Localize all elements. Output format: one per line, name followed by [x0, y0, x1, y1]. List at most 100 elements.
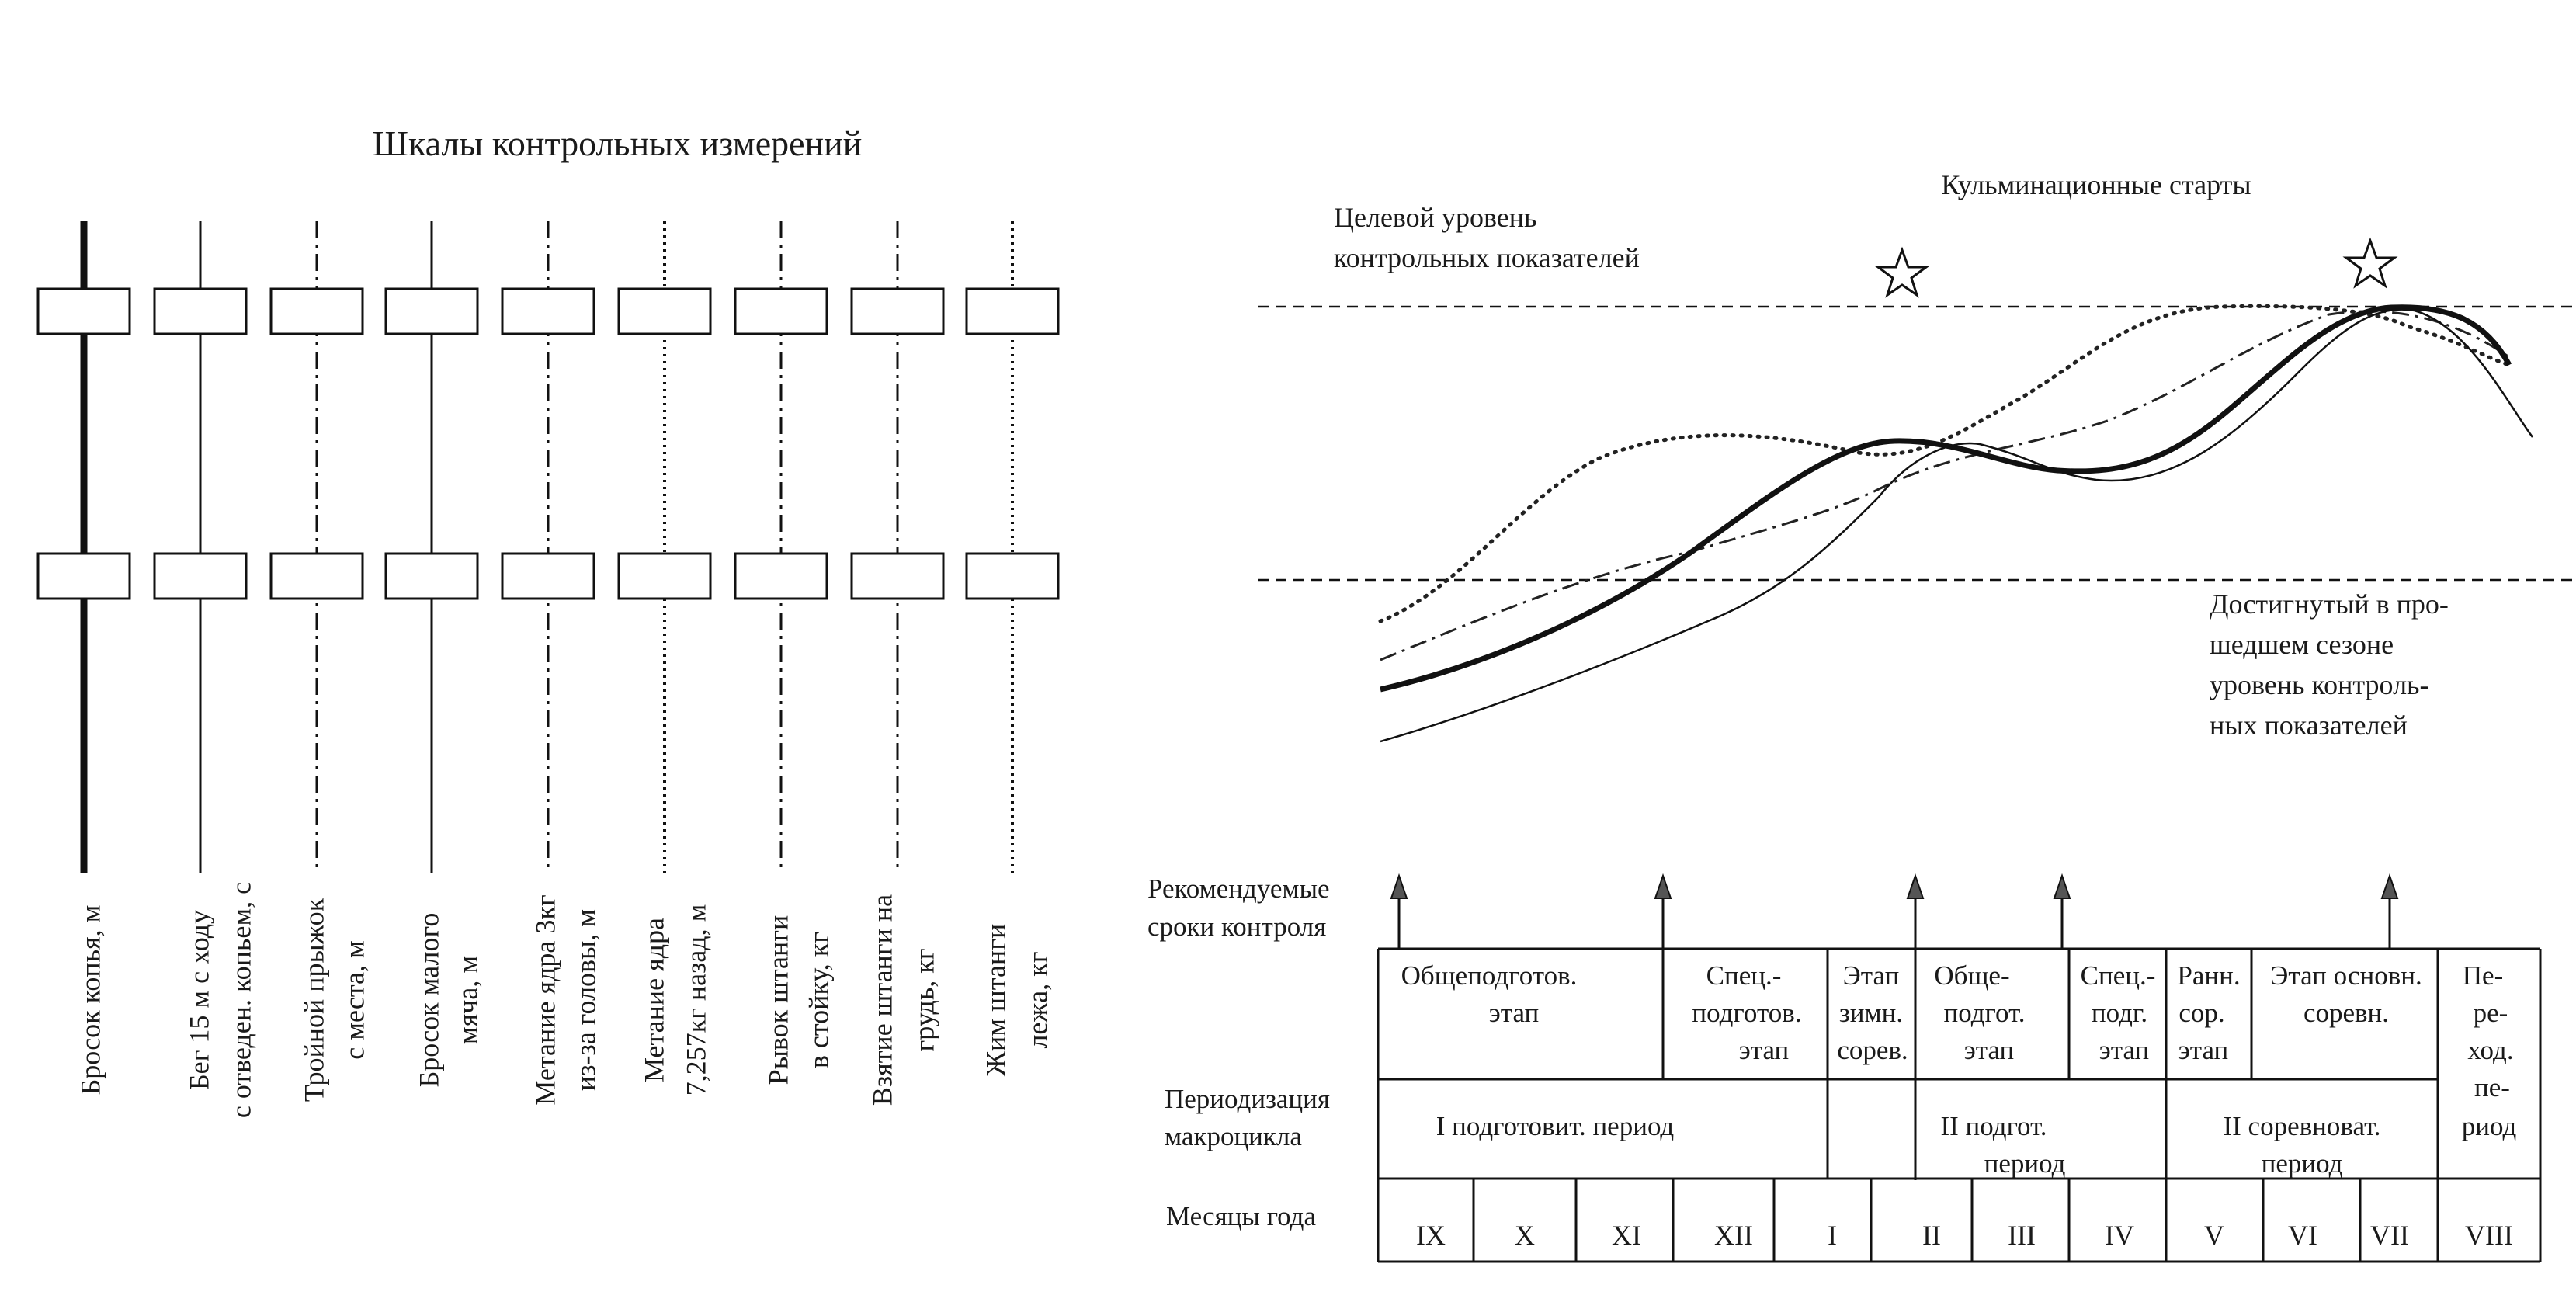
culmination-label: Кульминационные старты	[1941, 169, 2251, 200]
control-arrows	[1390, 873, 2399, 1180]
control-dates-label-line-1: Рекомендуемые	[1147, 873, 1330, 904]
scale-label-line: Бросок копья, м	[75, 905, 106, 1095]
stage-general-prep-line-2: этап	[1489, 998, 1540, 1028]
scale-slider-marker	[965, 552, 1060, 600]
scale-slider-marker	[617, 552, 712, 600]
scale-label-line: Метание ядра	[638, 918, 669, 1082]
scale-slider-marker	[384, 552, 479, 600]
stage-transition-line-1: Пе-	[2463, 960, 2503, 991]
period-prep-2-line-2: период	[1984, 1148, 2066, 1179]
month-cell: IX	[1416, 1220, 1446, 1251]
achieved-level-label-line-2: шедшем сезоне	[2210, 629, 2394, 660]
scale-slider-marker	[36, 287, 131, 335]
scale-slider-marker	[850, 552, 945, 600]
month-cell: X	[1515, 1220, 1535, 1251]
control-arrow	[1390, 873, 1408, 949]
scales-group: Бросок копья, м Бег 15 м с ходу с отведен.…	[36, 221, 1060, 1118]
culmination-star-2	[2342, 237, 2398, 289]
control-arrow	[1906, 873, 1925, 1180]
scale-slider-marker	[36, 552, 131, 600]
stage-special-prep-line-1: Спец.-	[1706, 960, 1782, 991]
measurement-scale: Метание ядра 3кг из-за головы, м	[501, 221, 601, 1106]
achieved-level-label-line-4: ных показателей	[2210, 710, 2408, 741]
period-comp-line-2: период	[2262, 1148, 2343, 1179]
periodization-table	[1377, 947, 2542, 1263]
period-cells: I подготовит. период II подгот. период I…	[1436, 1111, 2381, 1179]
stage-transition-line-3: ход.	[2467, 1035, 2513, 1065]
scale-slider-marker	[153, 287, 248, 335]
scale-label-line: Рывок штанги	[762, 915, 793, 1085]
target-level-label-line-2: контрольных показателей	[1334, 242, 1640, 273]
scales-title: Шкалы контрольных измерений	[373, 123, 863, 163]
stage-special-prep2-line-2: подг.	[2092, 998, 2147, 1028]
month-cell: VI	[2288, 1220, 2317, 1251]
month-cell: IV	[2105, 1220, 2134, 1251]
curve-dotted	[1378, 304, 2512, 623]
scale-label-line: грудь, кг	[908, 948, 939, 1051]
achieved-level-label-line-3: уровень контроль-	[2210, 669, 2428, 700]
scale-label-line: Взятие штанги на	[866, 894, 897, 1106]
stage-winter-comp-line-3: сорев.	[1837, 1035, 1908, 1065]
control-arrow	[1654, 873, 1672, 949]
stage-general-prep2-line-1: Обще-	[1934, 960, 2009, 991]
scale-slider-marker	[965, 287, 1060, 335]
scale-slider-marker	[153, 552, 248, 600]
period-prep-2-line-1: II подгот.	[1940, 1111, 2047, 1141]
scale-label-line: с отведен. копьем, с	[225, 882, 256, 1118]
scale-label-line: Бег 15 м с ходу	[183, 910, 214, 1090]
month-cell: VII	[2370, 1220, 2409, 1251]
control-arrow	[2053, 873, 2071, 949]
stage-special-prep-line-2: подготов.	[1692, 998, 1801, 1028]
stage-cells: Общеподготов. этап Спец.- подготов. этап…	[1401, 960, 2517, 1141]
measurement-scale: Взятие штанги на грудь, кг	[850, 221, 945, 1106]
scale-label-line: в стойку, кг	[803, 932, 834, 1068]
scale-label-line: из-за головы, м	[570, 909, 601, 1091]
curve-solid-thin	[1380, 308, 2534, 743]
scale-label-line: Метание ядра 3кг	[529, 894, 561, 1105]
culmination-star-1	[1874, 246, 1930, 298]
month-cell: VIII	[2465, 1220, 2513, 1251]
scale-slider-marker	[384, 287, 479, 335]
stage-main-comp-line-1: Этап основн.	[2270, 960, 2422, 991]
stage-general-prep2-line-3: этап	[1964, 1035, 2015, 1065]
month-cell: XI	[1612, 1220, 1641, 1251]
month-cell: V	[2204, 1220, 2224, 1251]
stage-winter-comp-line-1: Этап	[1843, 960, 1900, 991]
control-dates-label-line-2: сроки контроля	[1147, 911, 1326, 942]
stage-early-comp-line-2: сор.	[2178, 998, 2224, 1028]
stage-special-prep2-line-1: Спец.-	[2081, 960, 2156, 991]
stage-early-comp-line-1: Ранн.	[2177, 960, 2240, 991]
stage-special-prep-line-3: этап	[1739, 1035, 1790, 1065]
scale-slider-marker	[850, 287, 945, 335]
scale-slider-marker	[501, 287, 595, 335]
measurement-scale: Бег 15 м с ходу с отведен. копьем, с	[153, 221, 256, 1118]
scale-slider-marker	[734, 552, 828, 600]
scale-slider-marker	[501, 552, 595, 600]
period-prep-1: I подготовит. период	[1436, 1111, 1675, 1141]
stage-transition-line-4: пе-	[2474, 1072, 2510, 1102]
periodization-label-line-2: макроцикла	[1165, 1121, 1302, 1151]
month-cell: II	[1922, 1220, 1941, 1251]
month-cell: I	[1828, 1220, 1837, 1251]
month-cells: IX X XI XII I II III IV V VI VII VIII	[1416, 1220, 2513, 1251]
period-comp-line-1: II соревноват.	[2224, 1111, 2381, 1141]
target-level-label-line-1: Целевой уровень	[1334, 202, 1536, 233]
measurement-scale: Метание ядра 7,257кг назад, м	[617, 221, 712, 1096]
measurement-scale: Бросок копья, м	[36, 221, 131, 1095]
months-label: Месяцы года	[1166, 1201, 1316, 1231]
stage-early-comp-line-3: этап	[2178, 1035, 2229, 1065]
scale-slider-marker	[617, 287, 712, 335]
scale-slider-marker	[269, 552, 364, 600]
stage-main-comp-line-2: соревн.	[2303, 998, 2389, 1028]
stage-general-prep-line-1: Общеподготов.	[1401, 960, 1578, 991]
scale-label-line: 7,257кг назад, м	[680, 904, 711, 1096]
stage-special-prep2-line-3: этап	[2099, 1035, 2150, 1065]
stage-transition-line-5: риод	[2462, 1111, 2517, 1141]
scale-label-line: мяча, м	[452, 956, 483, 1044]
achieved-level-label-line-1: Достигнутый в про-	[2210, 589, 2449, 620]
scale-label-line: с места, м	[338, 940, 370, 1060]
